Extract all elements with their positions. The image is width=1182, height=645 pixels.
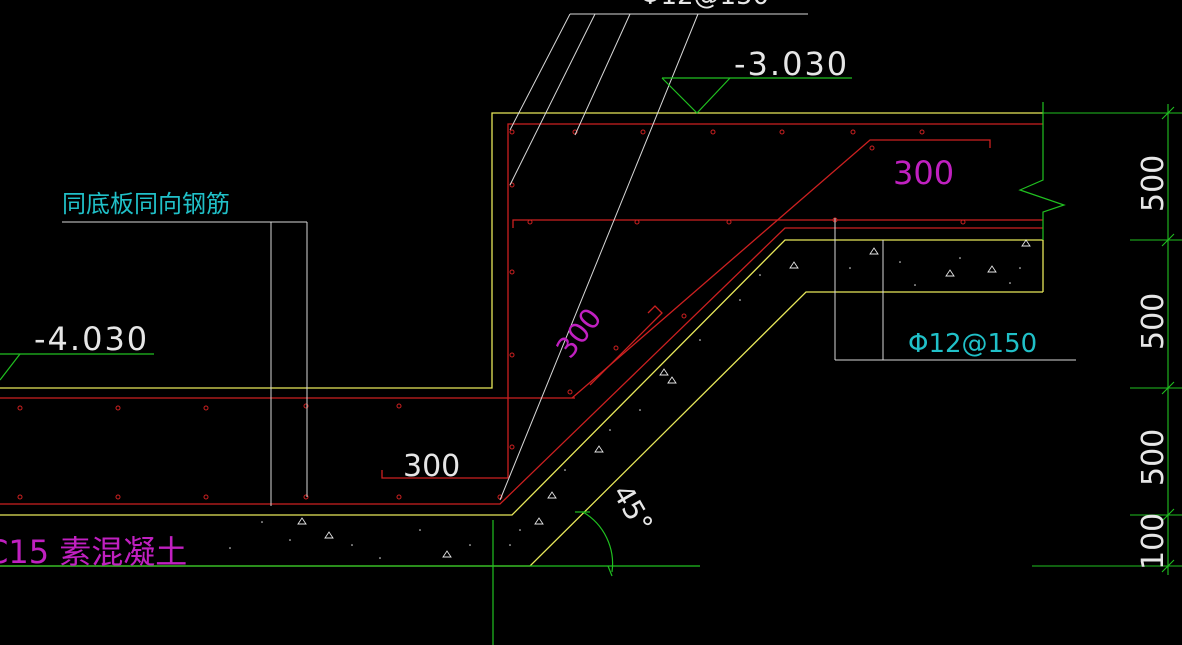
- concrete-hatch: [297, 239, 1031, 558]
- concrete-outline: [0, 112, 1044, 567]
- same-direction-rebar-label: 同底板同向钢筋: [62, 190, 230, 218]
- elevation-marker-lower: [0, 353, 154, 381]
- leader-lines: [62, 13, 1076, 506]
- dimension-text-3: 500: [1136, 429, 1171, 486]
- rebar-lines: [0, 123, 1043, 505]
- rebar-right-label: Φ12@150: [908, 329, 1037, 359]
- concrete-dots: [229, 257, 1021, 559]
- angle-arc: [575, 511, 614, 577]
- anchor-length-lower: 300: [403, 449, 460, 484]
- angle-label: 45°: [606, 479, 659, 538]
- break-line: [1018, 102, 1066, 240]
- dimension-text-4: 100: [1136, 513, 1171, 570]
- anchor-length-upper: 300: [893, 154, 954, 192]
- dimension-text-2: 500: [1136, 293, 1171, 350]
- concrete-label: C15 素混凝土: [0, 533, 187, 571]
- anchor-length-slope: 300: [550, 302, 609, 364]
- top-rebar-label: Φ12@150: [640, 0, 769, 11]
- elevation-marker-upper: [661, 77, 852, 114]
- elevation-upper-label: -3.030: [734, 45, 849, 83]
- elevation-lower-label: -4.030: [34, 320, 149, 358]
- rebar-dots: [17, 129, 966, 500]
- dimension-text-1: 500: [1136, 155, 1171, 212]
- dimension-chain: [1032, 104, 1182, 575]
